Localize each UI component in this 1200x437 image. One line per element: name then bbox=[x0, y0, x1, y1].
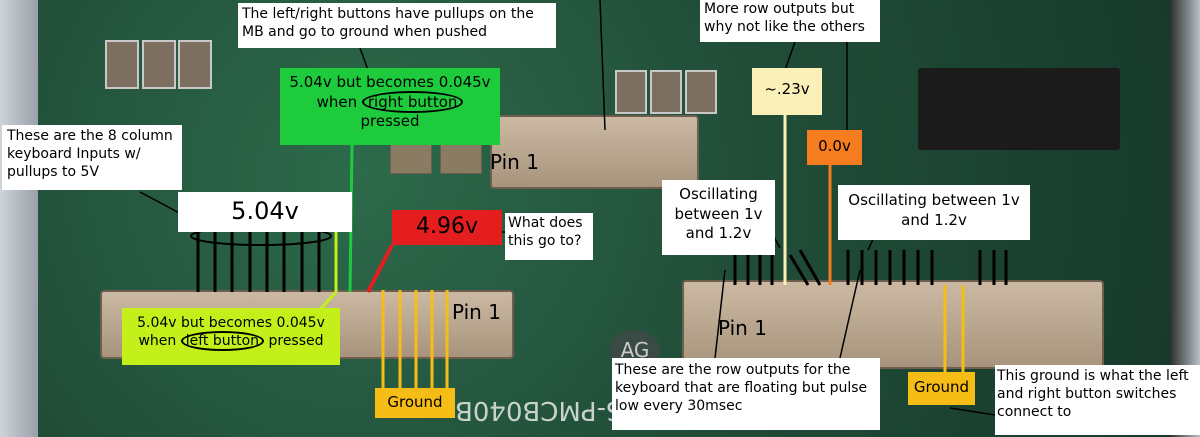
buttons-pullups-note: The left/right buttons have pullups on t… bbox=[238, 3, 556, 48]
pin1-top: Pin 1 bbox=[490, 150, 539, 174]
resistor bbox=[615, 70, 647, 114]
osc-left-note: Oscillating between 1v and 1.2v bbox=[662, 180, 775, 255]
resistor bbox=[650, 70, 682, 114]
column-inputs-note: These are the 8 column keyboard Inputs w… bbox=[2, 125, 182, 190]
ic-chip bbox=[918, 68, 1120, 150]
ground-right: Ground bbox=[908, 372, 975, 405]
resistor bbox=[105, 40, 139, 89]
right-button-note: 5.04v but becomes 0.045v when right butt… bbox=[280, 68, 500, 145]
right-connector bbox=[682, 280, 1104, 369]
pin1-right: Pin 1 bbox=[718, 316, 767, 340]
left-button-line2: when left button pressed bbox=[122, 331, 340, 352]
left-button-circled: left button bbox=[180, 331, 265, 352]
top-connector bbox=[490, 115, 699, 189]
right-button-circled: right button bbox=[361, 90, 464, 113]
resistor bbox=[178, 40, 212, 89]
case-edge-right bbox=[1170, 0, 1200, 437]
case-edge-left bbox=[0, 0, 38, 437]
v023-label: ~.23v bbox=[752, 68, 822, 115]
text: pressed bbox=[264, 333, 324, 350]
more-rows-note: More row outputs but why not like the ot… bbox=[700, 0, 880, 42]
right-button-line2: when right button bbox=[280, 90, 500, 113]
right-button-line3: pressed bbox=[360, 112, 420, 130]
red-voltage: 4.96v bbox=[392, 210, 502, 245]
left-button-note: 5.04v but becomes 0.045v when left butto… bbox=[122, 308, 340, 365]
capacitor bbox=[390, 140, 432, 174]
osc-right-note: Oscillating between 1v and 1.2v bbox=[838, 185, 1030, 240]
resistor bbox=[685, 70, 717, 114]
capacitor bbox=[440, 140, 482, 174]
red-line bbox=[366, 244, 394, 293]
pin1-left: Pin 1 bbox=[452, 300, 501, 324]
ground-left: Ground bbox=[375, 388, 455, 418]
text: when bbox=[138, 333, 181, 350]
text: when bbox=[316, 92, 362, 111]
v00-label: 0.0v bbox=[807, 130, 862, 165]
column-voltage: 5.04v bbox=[178, 192, 352, 232]
resistor bbox=[142, 40, 176, 89]
left-button-line1: 5.04v but becomes 0.045v bbox=[137, 315, 325, 331]
ground-note: This ground is what the left and right b… bbox=[995, 365, 1200, 435]
row-outputs-note: These are the row outputs for the keyboa… bbox=[612, 358, 880, 430]
what-does-note: What does this go to? bbox=[505, 213, 593, 260]
right-button-line1: 5.04v but becomes 0.045v bbox=[289, 73, 491, 91]
